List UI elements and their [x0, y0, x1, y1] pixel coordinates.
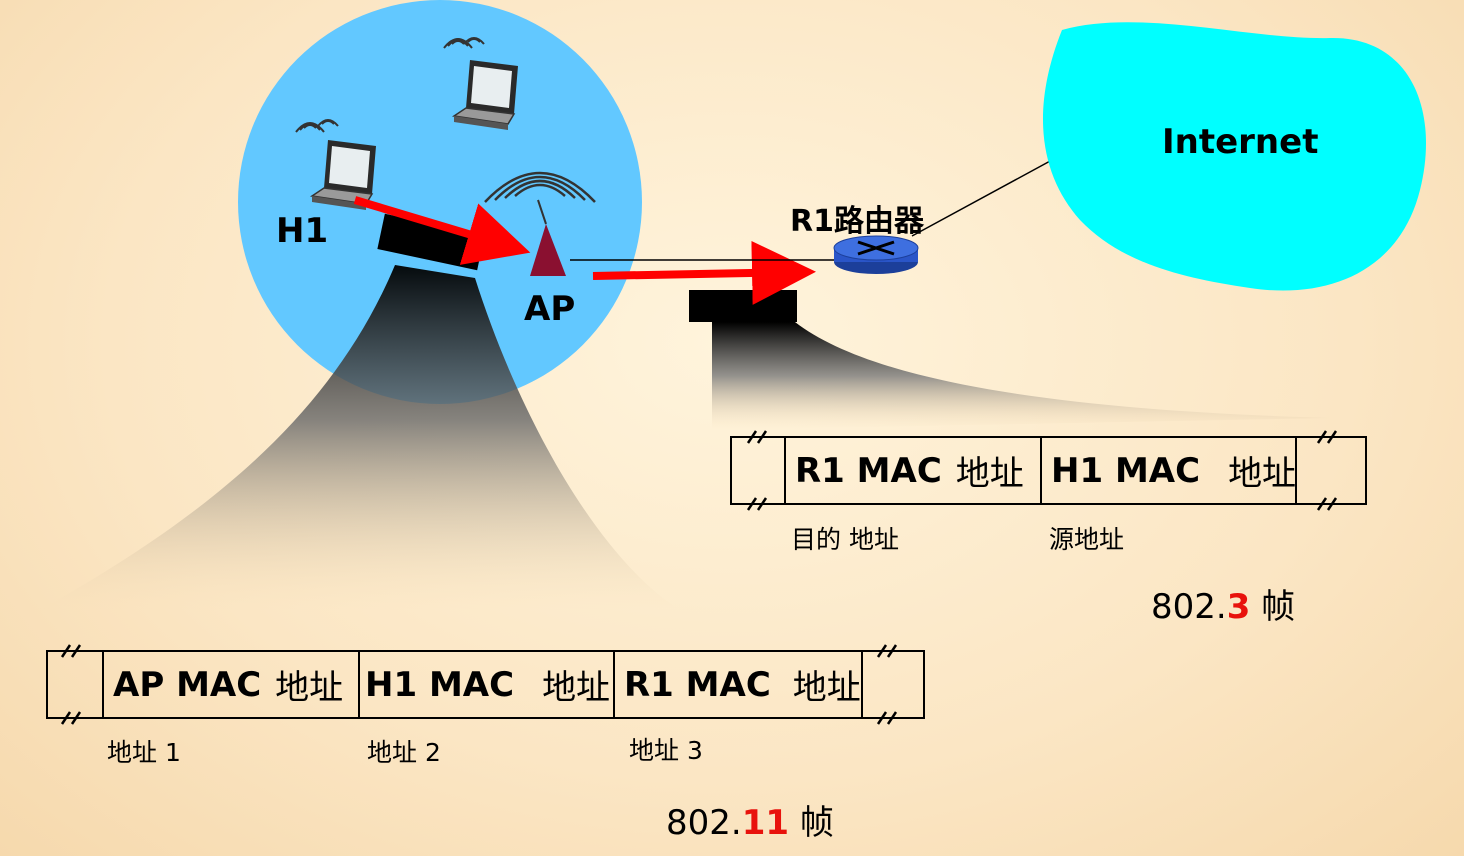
title-suffix: 帧: [789, 803, 834, 843]
field-suffix: 地址: [955, 454, 1024, 494]
frame-80211-caption-2: 地址 2: [367, 738, 441, 767]
title-prefix: 802.: [666, 803, 742, 843]
wireless-cell: [238, 0, 642, 404]
field-suffix: 地址: [1228, 454, 1297, 494]
laptop-h1-icon: [309, 140, 376, 210]
frame-80211-field-3: R1 MAC 地址: [614, 651, 862, 718]
internet-cloud: [1042, 22, 1426, 291]
frame-80211-caption-1: 地址 1: [107, 738, 181, 767]
field-mac: R1 MAC: [624, 664, 771, 705]
label-internet: Internet: [1162, 122, 1319, 162]
title-prefix: 802.: [1151, 587, 1227, 627]
field-mac: R1 MAC: [795, 450, 942, 491]
frame-8023-title: 802.3 帧: [1151, 579, 1295, 628]
frame-8023-caption-2: 源地址: [1049, 525, 1125, 554]
arrow-ap-to-router: [592, 240, 816, 305]
frame-8023-caption-1: 目的 地址: [791, 525, 899, 554]
frame-8023-field-1: R1 MAC 地址: [785, 437, 1041, 504]
frame-80211-caption-3: 地址 3: [629, 736, 703, 765]
field-suffix: 地址: [275, 668, 344, 708]
title-highlight: 3: [1226, 587, 1251, 627]
frame-break-icon: [746, 430, 1338, 511]
label-ap: AP: [524, 289, 576, 329]
label-router: R1路由器: [790, 204, 924, 239]
frame-break-icon: [60, 644, 898, 725]
arrow-h1-to-ap: [353, 196, 531, 265]
laptop-icon: [451, 60, 518, 130]
frame-8023-zoom-beam: [712, 322, 1330, 430]
frame-8023-block: [689, 290, 797, 322]
field-mac: H1 MAC: [1051, 450, 1201, 491]
frame-80211-block: [377, 213, 485, 271]
wifi-signal-icon: [443, 37, 485, 49]
access-point-icon: [484, 171, 596, 276]
field-suffix: 地址: [792, 668, 861, 708]
field-mac: H1 MAC: [365, 664, 515, 705]
frame-8023-field-2: H1 MAC 地址: [1041, 437, 1296, 504]
link-router-internet: [911, 159, 1053, 237]
frame-80211-title: 802.11 帧: [666, 795, 834, 844]
frame-80211-zoom-beam: [40, 265, 680, 610]
field-suffix: 地址: [542, 668, 611, 708]
field-mac: AP MAC: [113, 664, 262, 705]
frame-80211-outline: [46, 650, 925, 719]
title-highlight: 11: [741, 803, 790, 843]
label-h1: H1: [276, 211, 329, 251]
wifi-signal-icon: [295, 119, 339, 133]
frame-8023-outline: [730, 436, 1367, 505]
title-suffix: 帧: [1250, 587, 1296, 627]
frame-80211-field-1: AP MAC 地址: [103, 651, 359, 718]
frame-80211-field-2: H1 MAC 地址: [359, 651, 614, 718]
router-icon: [833, 235, 919, 274]
